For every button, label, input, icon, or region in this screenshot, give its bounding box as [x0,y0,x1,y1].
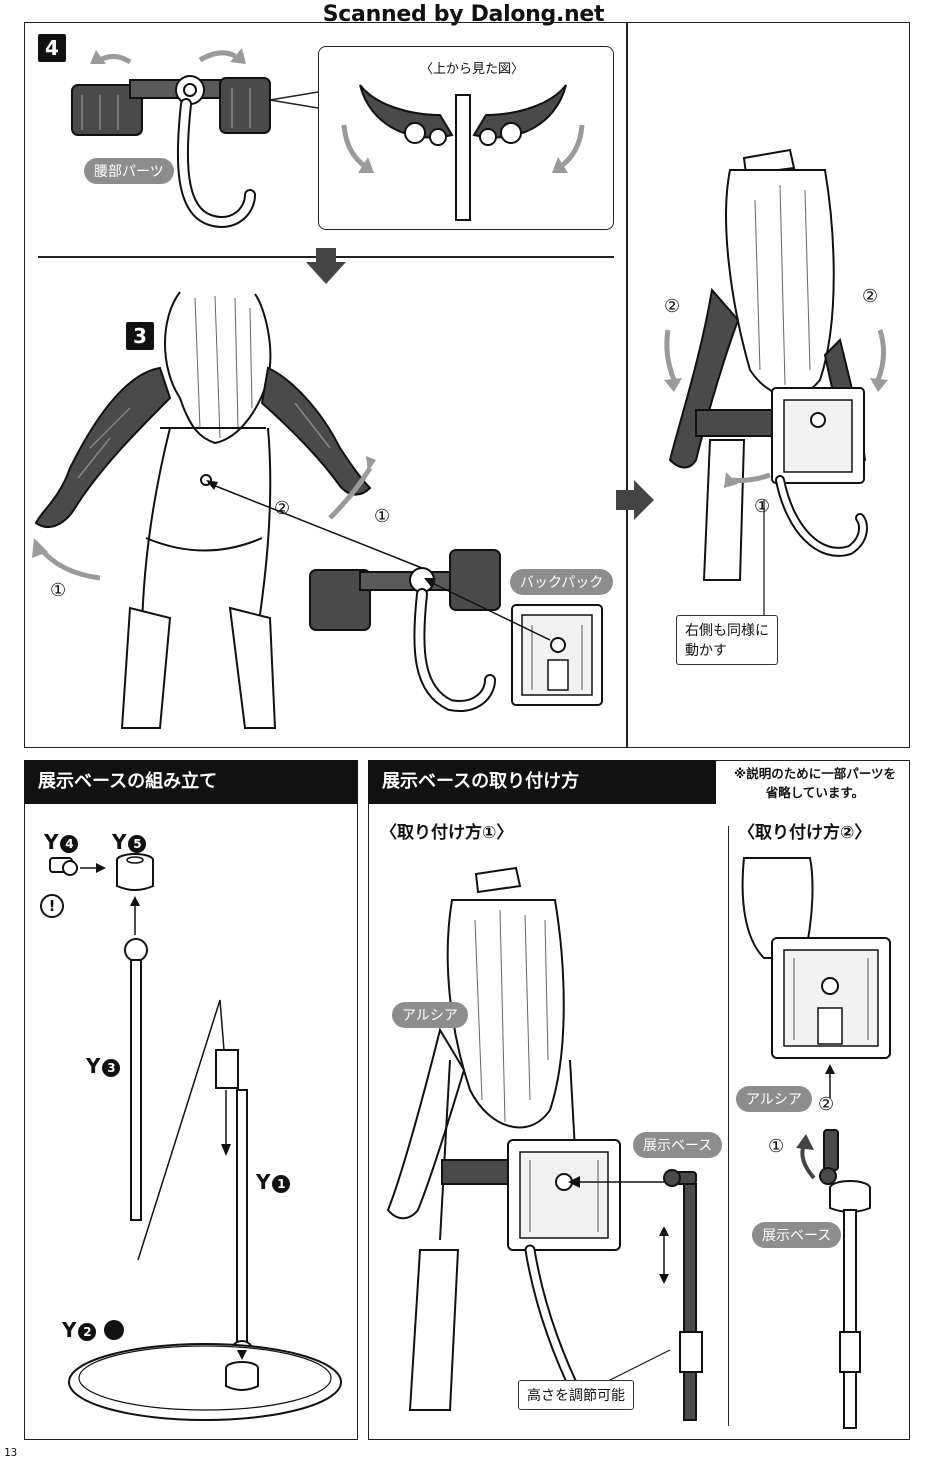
part-y2-number-badge: 2 [78,1322,97,1341]
method-1-heading: 〈取り付け方①〉 [380,823,514,843]
right-arrow [616,480,654,520]
part-y3-letter: Y [86,1054,101,1078]
backpack-label: バックパック [510,569,614,595]
part-y4-number-badge: 4 [60,834,79,853]
circled-number-1-left-arm: ① [50,580,67,601]
callout-pointer [269,91,319,109]
glue-required-icon [104,1320,124,1340]
circled-number-1-waist: ① [754,496,771,517]
circled-number-1-method-2: ① [768,1136,785,1157]
circled-number-2-left: ② [664,296,681,317]
circled-number-2-pointer: ② [274,498,291,519]
parts-omitted-note-line2: 省略しています。 [765,785,865,800]
display-base-attach-title: 展示ベースの取り付け方 [368,760,716,804]
divider-vertical-top [626,22,628,748]
part-y1-number-badge: 1 [272,1174,291,1193]
arsia-label-method-2: アルシア [736,1086,812,1112]
parts-omitted-note: ※説明のために一部パーツを 省略しています。 [722,764,908,802]
circled-number-1-right-arm: ① [374,506,391,527]
down-arrow [306,248,346,284]
top-view-illustration [341,84,585,221]
page-number: 13 [4,1446,18,1459]
step-frame-top [24,22,910,748]
step-3-number: 3 [126,322,154,350]
part-y5-letter: Y [112,830,127,854]
arsia-label-method-1: アルシア [392,1002,468,1028]
belt-backpack-illustration [309,549,603,712]
right-side-note: 右側も同様に 動かす [676,615,778,665]
display-base-plate [68,1343,342,1421]
circled-number-2-method-2: ② [818,1094,835,1115]
figure-back-completed-illustration [664,148,888,615]
part-y4-letter: Y [44,830,59,854]
waist-part-label: 腰部パーツ [84,158,174,184]
circled-number-2-right: ② [862,286,879,307]
step-4-number: 4 [38,34,66,62]
part-y1-letter: Y [256,1170,271,1194]
parts-omitted-note-line1: ※説明のために一部パーツを [734,766,896,781]
caution-icon: ! [40,894,64,918]
right-side-note-line1: 右側も同様に [685,623,769,639]
figure-back-illustration [32,291,423,729]
method-2-figure-illustration [741,857,891,1429]
display-base-label-method-2: 展示ベース [752,1222,842,1248]
method-2-heading: 〈取り付け方②〉 [738,823,872,843]
display-base-parts-illustration [49,853,254,1400]
right-side-note-line2: 動かす [685,643,727,659]
methods-divider [728,826,730,1426]
part-y3-number-badge: 3 [102,1058,121,1077]
display-base-label-method-1: 展示ベース [633,1132,723,1158]
top-view-label: 〈上から見た図〉 [420,62,525,77]
waist-part-illustration [71,48,271,228]
height-adjustable-note: 高さを調節可能 [518,1380,634,1410]
part-y5-number-badge: 5 [128,834,147,853]
part-y2-letter: Y [62,1318,77,1342]
top-view-callout [318,46,614,230]
method-1-figure-illustration [386,866,703,1421]
display-base-assembly-title: 展示ベースの組み立て [24,760,358,804]
